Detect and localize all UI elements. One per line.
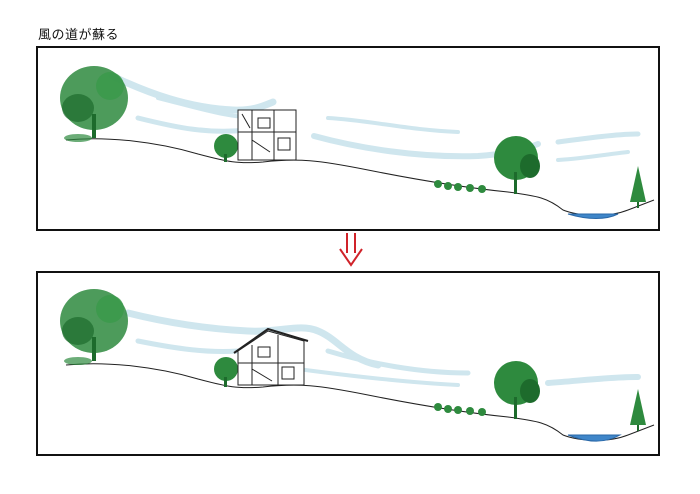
diagram-title: 風の道が蘇る [38,28,120,43]
large-tree-icon [60,66,128,142]
wind-stream [296,367,460,387]
wind-stream [326,116,460,134]
shrubs [434,180,486,193]
large-tree-icon [60,289,128,365]
right-tree-icon [494,361,540,419]
wind-stream [325,348,471,376]
double-down-arrow-icon [339,233,363,267]
wind-stream [108,72,277,114]
wind-stream [135,115,251,134]
shrubs [434,403,486,416]
wind-stream [545,374,641,386]
ground-line [65,138,655,216]
wind-stream [556,150,630,162]
right-tree-icon [494,136,540,194]
panel-before [36,46,660,231]
pond [567,434,622,442]
box-house-icon [237,109,297,161]
conifer-tree-icon [630,166,646,208]
wind-stream [555,131,641,145]
wind-streams [124,309,641,387]
small-tree-icon [214,134,238,162]
wind-stream [124,309,382,369]
landscape-before [60,66,655,219]
wind-streams [108,72,641,162]
conifer-tree-icon [630,389,646,431]
landscape-after [60,289,655,442]
pond [567,213,619,219]
small-tree-icon [214,357,238,387]
wind-stream [135,338,241,355]
ground-line [65,363,655,441]
panel-after [36,271,660,456]
gable-roof-house-icon [233,327,309,386]
